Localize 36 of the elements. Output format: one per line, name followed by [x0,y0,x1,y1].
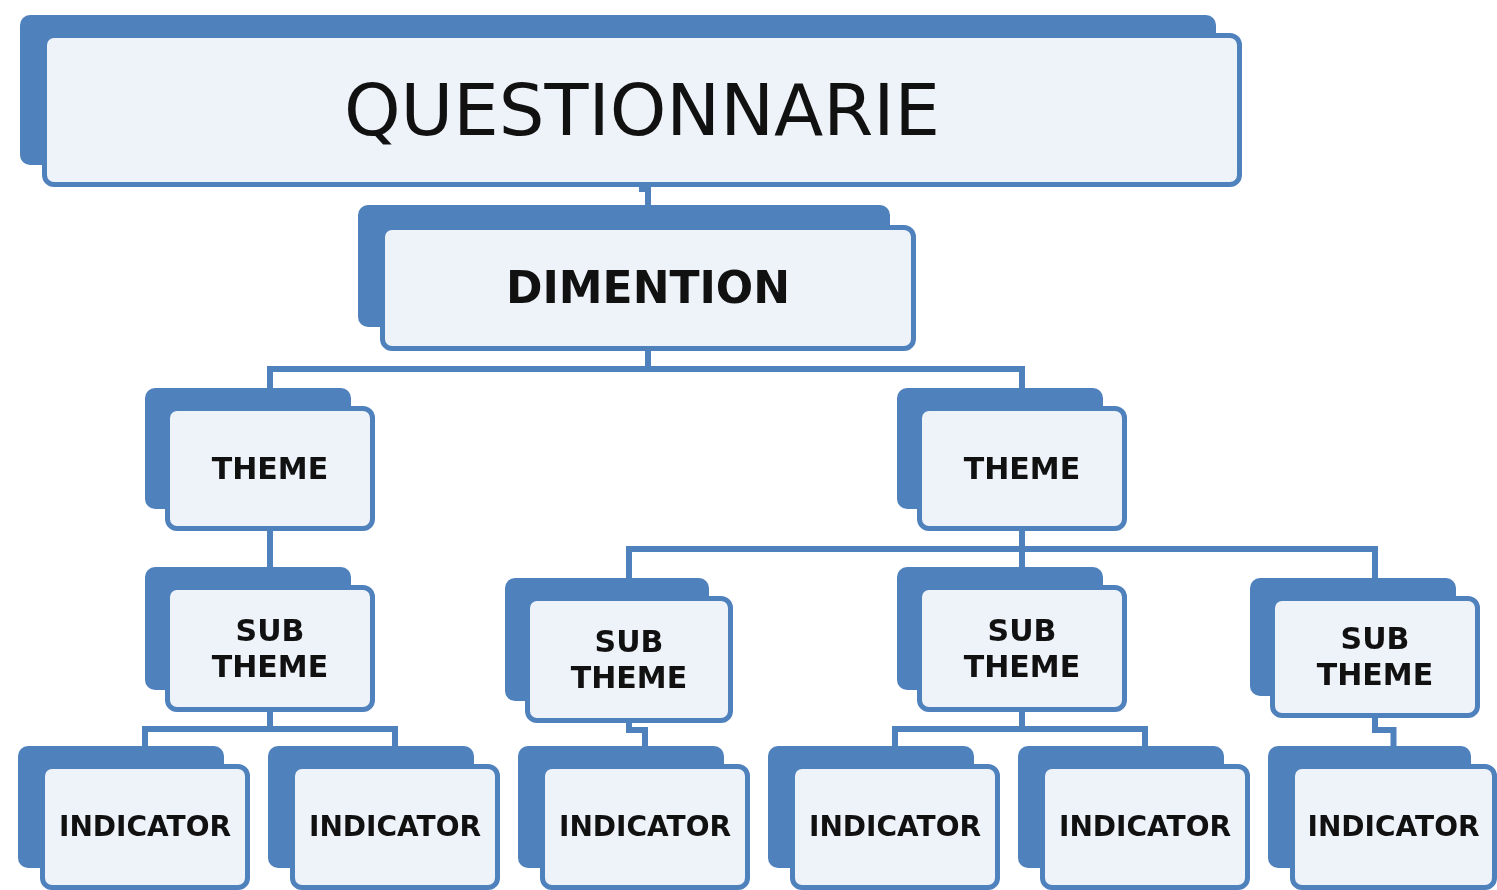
node-label: INDICATOR [1307,810,1480,844]
connector-line [639,185,651,205]
node-label: INDICATOR [59,810,231,844]
connector-line [267,531,273,567]
node-label: INDICATOR [309,810,481,844]
connector-line [267,712,398,746]
node-box [268,746,500,890]
node-label: DIMENTION [505,261,791,315]
node-box [145,388,375,531]
connector-line [1019,712,1148,746]
node-label: SUB THEME [569,623,689,696]
node-label: THEME [211,450,329,487]
node-box [145,567,375,712]
connector-line [626,723,648,746]
node-label: INDICATOR [559,810,731,844]
node-label: SUB THEME [1315,621,1435,693]
node-box [897,567,1127,712]
node-box [768,746,1000,890]
connector-line [645,351,1025,388]
node-box [20,15,1242,187]
node-box [1250,578,1480,718]
node-box [505,578,733,723]
node-box [897,388,1127,531]
node-box [18,746,250,890]
connector-line [1019,531,1378,578]
node-label: SUB THEME [210,612,330,685]
connector-line [1372,718,1397,746]
node-label: THEME [963,450,1081,487]
node-label: QUESTIONNARIE [343,66,941,154]
node-label: INDICATOR [809,810,981,844]
node-label: INDICATOR [1059,810,1231,844]
node-box [358,205,916,351]
node-label: SUB THEME [962,612,1082,685]
node-box [518,746,750,890]
node-box [1018,746,1250,890]
node-box [1268,746,1497,890]
